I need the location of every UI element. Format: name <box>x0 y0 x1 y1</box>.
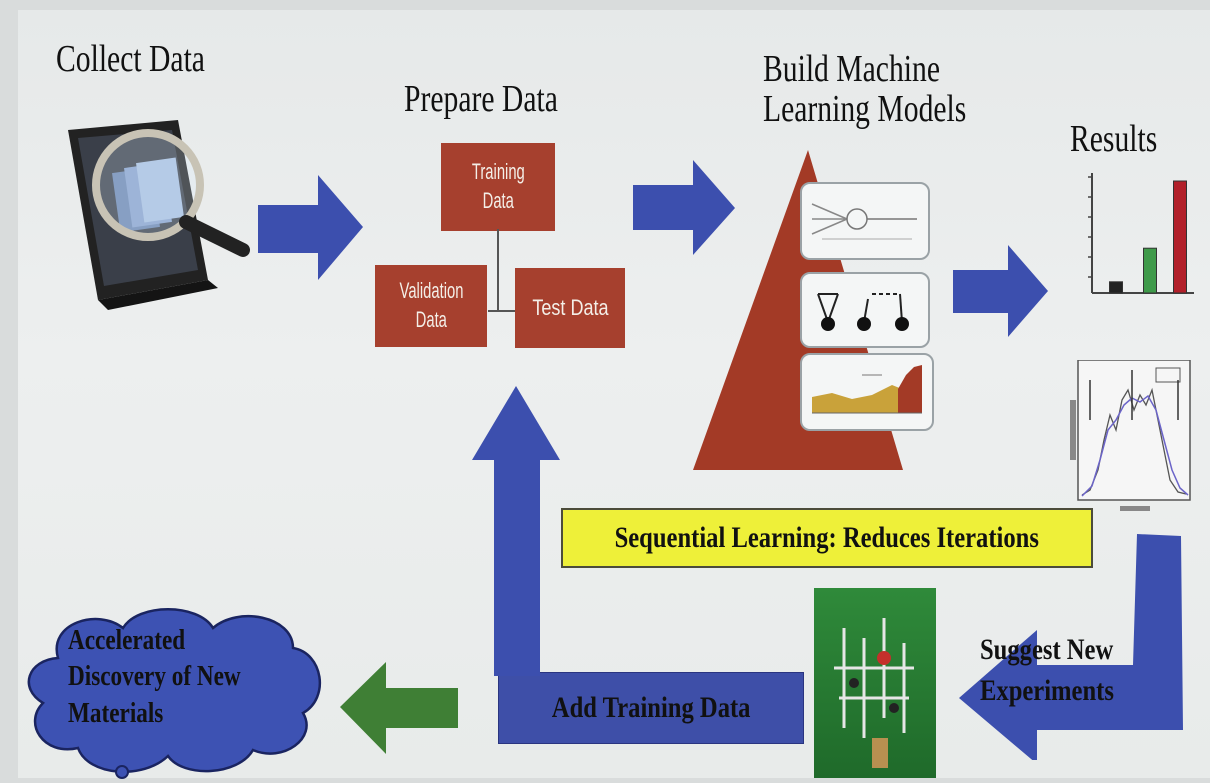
test-data-box: Test Data <box>515 268 625 348</box>
graph-nodes-icon <box>817 293 909 331</box>
sequential-learning-banner: Sequential Learning: Reduces Iterations <box>561 508 1093 568</box>
cloud-line1: Accelerated <box>68 624 186 656</box>
add-training-label: Add Training Data <box>551 691 751 724</box>
spectrum-plot-icon <box>1070 360 1191 511</box>
training-line1: Training <box>471 159 525 185</box>
cloud-shape <box>27 608 322 779</box>
heading-build-models: Build Machine Learning Models <box>763 48 967 130</box>
connector-lines <box>488 229 518 312</box>
suggest-line2: Experiments <box>980 673 1114 707</box>
results-bar <box>1173 180 1187 294</box>
arrow-up <box>472 386 560 676</box>
add-training-data-box: Add Training Data <box>498 672 804 744</box>
cloud-line2: Discovery of New <box>68 660 241 693</box>
arrow-left-green <box>340 662 458 754</box>
banner-text: Sequential Learning: Reduces Iterations <box>614 521 1040 554</box>
heading-collect-data: Collect Data <box>56 38 205 80</box>
neural-network-panel <box>800 182 930 260</box>
results-bar <box>1143 247 1157 294</box>
arrow-loop-down <box>959 534 1183 760</box>
build-line2: Learning Models <box>763 87 967 130</box>
cloud-line3: Materials <box>68 696 164 729</box>
molecular-model-icon <box>834 618 914 768</box>
graph-nodes-panel <box>800 272 930 348</box>
results-bar <box>1109 281 1123 294</box>
heading-prepare-data: Prepare Data <box>404 78 558 120</box>
build-line1: Build Machine <box>763 48 940 90</box>
arrow-right-3 <box>953 245 1048 337</box>
experiment-image <box>814 588 936 778</box>
heading-results: Results <box>1070 118 1158 160</box>
training-line2: Data <box>482 188 514 213</box>
laptop-magnifier-icon <box>68 120 250 310</box>
suggest-line1: Suggest New <box>980 633 1114 666</box>
validation-line1: Validation <box>399 278 463 304</box>
cloud-label: Accelerated Discovery of New Materials <box>68 622 284 731</box>
validation-line2: Data <box>415 307 447 332</box>
area-chart-panel <box>800 353 934 431</box>
arrow-right-1 <box>258 175 363 280</box>
neural-network-icon <box>811 203 917 240</box>
test-data-label: Test Data <box>531 294 609 320</box>
area-chart-icon <box>812 365 922 414</box>
results-bar-chart <box>1088 173 1194 294</box>
arrow-right-2 <box>633 160 735 255</box>
suggest-experiments-label: Suggest New Experiments <box>980 630 1143 711</box>
